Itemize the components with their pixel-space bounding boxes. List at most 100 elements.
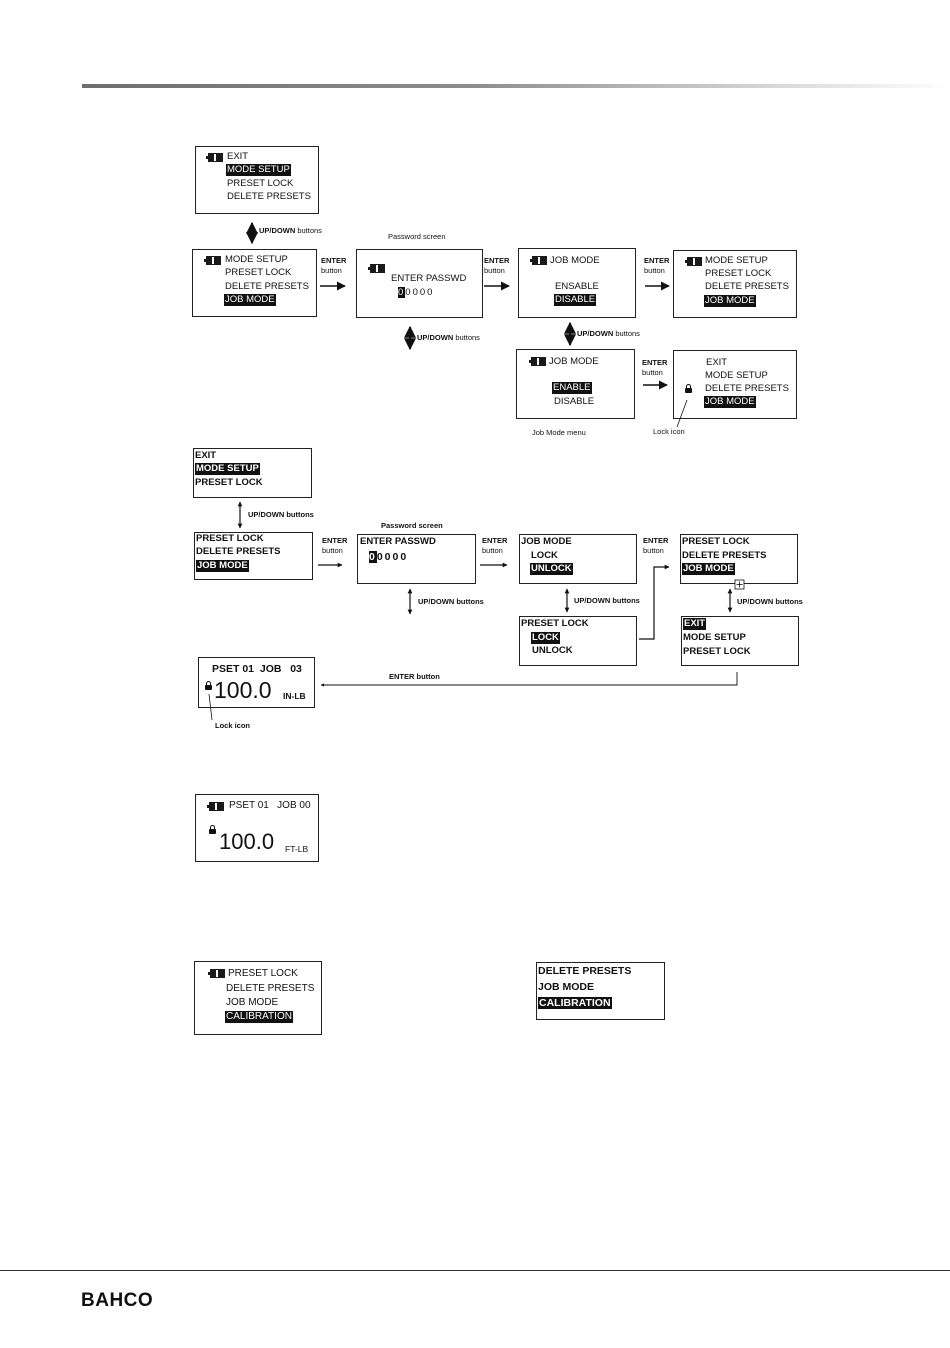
menu-item-mode-setup: MODE SETUP <box>705 370 768 381</box>
password-screen-caption: Password screen <box>381 521 443 530</box>
option-disable: DISABLE <box>554 294 597 306</box>
lock-icon-caption: Lock icon <box>215 721 251 730</box>
option-unlock: UNLOCK <box>530 563 573 575</box>
lock-pointer <box>676 399 688 428</box>
jobmode-title: JOB MODE <box>521 536 572 547</box>
run-header: PSET 01 JOB 03 <box>212 663 302 675</box>
lcd5-calibration-menu: DELETE PRESETS JOB MODE CALIBRATION <box>536 962 665 1020</box>
run-header: PSET 01 JOB 00 <box>229 800 311 811</box>
menu-item-mode-setup: MODE SETUP <box>226 164 291 176</box>
lcd-menu-jobmode: MODE SETUP PRESET LOCK DELETE PRESETS JO… <box>192 249 317 317</box>
button-word: button <box>321 266 342 275</box>
battery-icon <box>206 153 223 162</box>
jobmode-title: JOB MODE <box>549 356 599 367</box>
updown-label-strong: UP/DOWN <box>417 333 454 342</box>
lcd-jobmode-enable: JOB MODE ENABLE DISABLE <box>516 349 635 419</box>
brand-logo: BAHCO <box>81 1290 154 1311</box>
updown-label-rest: buttons <box>613 329 640 338</box>
menu-item-delete-presets: DELETE PRESETS <box>227 191 311 202</box>
battery-icon <box>529 357 546 366</box>
button-word: button <box>482 546 503 555</box>
menu-item-preset-lock: PRESET LOCK <box>705 268 772 279</box>
battery-icon <box>208 969 225 978</box>
menu-item-mode-setup: MODE SETUP <box>683 632 746 643</box>
lcd2-start-menu: EXIT MODE SETUP PRESET LOCK <box>193 448 312 498</box>
jobmode-menu-caption: Job Mode menu <box>532 428 586 437</box>
menu-item-delete-presets: DELETE PRESETS <box>682 550 767 561</box>
updown-label-rest: buttons <box>295 226 322 235</box>
updown-label-strong: UP/DOWN <box>259 226 296 235</box>
menu-item-exit: EXIT <box>227 151 249 162</box>
menu-item-job-mode: JOB MODE <box>682 563 735 575</box>
lcd-result-jobmode: MODE SETUP PRESET LOCK DELETE PRESETS JO… <box>673 250 797 318</box>
menu-item-delete-presets: DELETE PRESETS <box>538 965 632 977</box>
battery-icon <box>204 256 221 265</box>
password-cursor-digit: 0 <box>398 287 406 298</box>
menu-item-preset-lock: PRESET LOCK <box>682 536 750 547</box>
menu-item-delete-presets: DELETE PRESETS <box>225 281 309 292</box>
option-unlock: UNLOCK <box>532 645 573 656</box>
menu-item-delete-presets: DELETE PRESETS <box>705 383 789 394</box>
button-word: button <box>322 546 343 555</box>
lcd2-password: ENTER PASSWD 00000 <box>357 534 476 584</box>
menu-item-mode-setup: MODE SETUP <box>195 463 260 475</box>
menu-item-job-mode: JOB MODE <box>538 981 595 993</box>
menu-item-preset-lock: PRESET LOCK <box>683 646 751 657</box>
enter-word: ENTER <box>484 256 510 265</box>
enter-arrow <box>320 672 738 687</box>
updown-label: UP/DOWN buttons <box>248 510 314 519</box>
menu-item-preset-lock: PRESET LOCK <box>195 477 263 488</box>
option-lock: LOCK <box>531 550 558 561</box>
run-value: 100.0 <box>219 829 275 854</box>
option-enable: ENABLE <box>552 382 592 394</box>
battery-icon <box>685 257 702 266</box>
password-rest-digits: 0000 <box>376 551 409 563</box>
lock-pointer <box>208 693 213 721</box>
lcd2-presetlock-lock: PRESET LOCK LOCK UNLOCK <box>519 616 637 666</box>
updown-label-strong: UP/DOWN <box>577 329 614 338</box>
enter-word: ENTER <box>642 358 668 367</box>
menu-item-mode-setup: MODE SETUP <box>225 254 288 265</box>
menu-item-job-mode: JOB MODE <box>704 396 756 408</box>
menu-item-job-mode: JOB MODE <box>196 560 249 572</box>
updown-label: UP/DOWN buttons <box>418 597 484 606</box>
enter-button-label: ENTER button <box>389 672 440 681</box>
menu-item-calibration: CALIBRATION <box>538 997 612 1009</box>
option-ensable: ENSABLE <box>555 281 599 292</box>
lcd-jobmode-disable: JOB MODE ENSABLE DISABLE <box>518 248 636 318</box>
lcd2-result-jobmode: PRESET LOCK DELETE PRESETS JOB MODE <box>680 534 798 584</box>
menu-item-preset-lock: PRESET LOCK <box>227 178 294 189</box>
lcd-result-locked: EXIT MODE SETUP DELETE PRESETS JOB MODE <box>673 350 797 419</box>
updown-label-rest: buttons <box>453 333 480 342</box>
lcd2-menu-jobmode: PRESET LOCK DELETE PRESETS JOB MODE <box>194 532 313 580</box>
lock-icon <box>685 384 692 393</box>
jobmode-title: JOB MODE <box>550 255 600 266</box>
updown-label: UP/DOWN buttons <box>259 226 322 235</box>
password-digits: 00000 <box>398 287 434 299</box>
lcd3-run-screen: PSET 01 JOB 00 100.0 FT-LB <box>195 794 319 862</box>
button-word: button <box>642 368 663 377</box>
password-label: ENTER PASSWD <box>360 536 436 547</box>
enter-word: ENTER <box>321 256 347 265</box>
enter-word: ENTER <box>482 536 508 545</box>
lock-icon <box>209 825 216 834</box>
button-word: button <box>484 266 505 275</box>
password-screen-caption: Password screen <box>388 232 446 241</box>
lcd-password: ENTER PASSWD 00000 <box>356 249 483 318</box>
updown-label: UP/DOWN buttons <box>417 333 480 342</box>
lcd2-exit-menu: EXIT MODE SETUP PRESET LOCK <box>681 616 799 666</box>
menu-item-preset-lock: PRESET LOCK <box>228 968 298 979</box>
menu-item-calibration: CALIBRATION <box>225 1011 293 1023</box>
battery-icon <box>530 256 547 265</box>
run-value: 100.0 <box>214 677 272 703</box>
option-lock: LOCK <box>531 632 560 644</box>
button-word: button <box>644 266 665 275</box>
battery-icon <box>368 264 385 273</box>
run-unit: FT-LB <box>285 844 309 854</box>
option-disable: DISABLE <box>554 396 595 407</box>
password-rest-digits: 0000 <box>405 287 435 298</box>
